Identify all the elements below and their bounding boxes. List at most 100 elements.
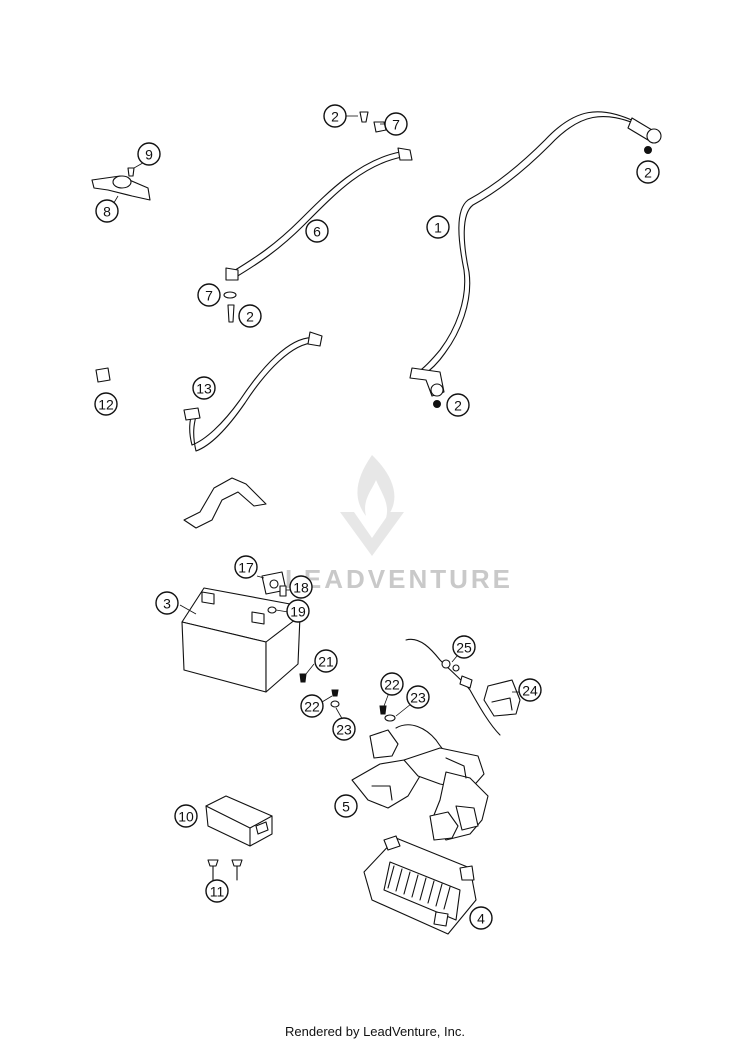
callout-label: 6 (313, 224, 321, 240)
callout-circle (197, 283, 221, 307)
callout-circle (384, 112, 408, 136)
callout-10: 10 (174, 804, 198, 828)
relay-part (95, 367, 111, 383)
callout-label: 5 (342, 799, 350, 815)
callout-label: 24 (522, 683, 538, 699)
callout-circle (95, 199, 119, 223)
control-unit-fins (387, 865, 451, 910)
callout-label: 17 (238, 560, 254, 576)
callout-label: 4 (477, 911, 485, 927)
callout-circle (323, 104, 347, 128)
callout-label: 21 (318, 654, 334, 670)
callout-circle (286, 599, 310, 623)
fuse-holder (261, 571, 287, 614)
callout-6: 6 (305, 219, 329, 243)
callout-circle (238, 304, 262, 328)
callout-13: 13 (192, 376, 216, 400)
callout-label: 10 (178, 809, 194, 825)
callout-22: 22 (300, 694, 324, 718)
callout-17: 17 (234, 555, 258, 579)
module-10 (205, 795, 273, 847)
battery (181, 587, 301, 693)
callout-25: 25 (452, 635, 476, 659)
callout-label: 2 (331, 109, 339, 125)
callout-18: 18 (289, 575, 313, 599)
callout-2: 2 (446, 393, 470, 417)
callout-label: 3 (163, 596, 171, 612)
callout-circle (137, 142, 161, 166)
callout-12: 12 (94, 392, 118, 416)
main-bracket (351, 724, 489, 841)
callout-label: 13 (196, 381, 212, 397)
callout-label: 25 (456, 640, 472, 656)
callout-label: 23 (410, 690, 426, 706)
small-bracket (91, 167, 151, 201)
callout-circle (452, 635, 476, 659)
callout-22: 22 (380, 672, 404, 696)
callout-circle (334, 794, 358, 818)
screws-11 (207, 859, 243, 881)
watermark-text: LEADVENTURE (285, 564, 513, 594)
callout-9: 9 (137, 142, 161, 166)
callout-7: 7 (197, 283, 221, 307)
callout-label: 1 (434, 220, 442, 236)
callout-11: 11 (205, 879, 229, 903)
callout-label: 18 (293, 580, 309, 596)
callout-circle (94, 392, 118, 416)
callout-circle (469, 906, 493, 930)
callout-label: 2 (246, 309, 254, 325)
callout-23: 23 (332, 717, 356, 741)
callout-circle (300, 694, 324, 718)
footer-credit: Rendered by LeadVenture, Inc. (285, 1024, 465, 1039)
callout-24: 24 (518, 678, 542, 702)
battery-cable-long (409, 111, 662, 408)
callout-label: 7 (205, 288, 213, 304)
watermark-logo (340, 455, 404, 556)
callout-circle (205, 879, 229, 903)
control-unit (363, 835, 477, 935)
callout-circle (446, 393, 470, 417)
callout-label: 2 (644, 165, 652, 181)
callout-circle (426, 215, 450, 239)
callout-circle (155, 591, 179, 615)
callout-4: 4 (469, 906, 493, 930)
fasteners-top (223, 111, 387, 323)
callout-circle (234, 555, 258, 579)
ground-cable (183, 331, 323, 452)
callout-1: 1 (426, 215, 450, 239)
callout-label: 2 (454, 398, 462, 414)
callout-label: 19 (290, 604, 306, 620)
callout-circle (332, 717, 356, 741)
callout-circle (289, 575, 313, 599)
callout-circle (192, 376, 216, 400)
callout-21: 21 (314, 649, 338, 673)
callout-19: 19 (286, 599, 310, 623)
battery-cable-medium (225, 147, 413, 281)
callout-label: 11 (210, 884, 225, 900)
callout-circle (174, 804, 198, 828)
callout-5: 5 (334, 794, 358, 818)
callout-circle (305, 219, 329, 243)
callout-circle (380, 672, 404, 696)
connector-24 (483, 679, 521, 717)
callout-2: 2 (323, 104, 347, 128)
callout-circle (636, 160, 660, 184)
callout-group: 1222234567789101112131718192122222323242… (94, 104, 660, 930)
callout-label: 22 (304, 699, 320, 715)
callout-label: 12 (98, 397, 114, 413)
callout-2: 2 (238, 304, 262, 328)
callout-7: 7 (384, 112, 408, 136)
callout-label: 9 (145, 147, 153, 163)
callout-label: 22 (384, 677, 400, 693)
callout-label: 23 (336, 722, 352, 738)
callout-8: 8 (95, 199, 119, 223)
battery-hold-bracket (183, 477, 267, 529)
callout-label: 8 (103, 204, 111, 220)
sensor-wire (405, 638, 501, 736)
callout-23: 23 (406, 685, 430, 709)
callout-circle (406, 685, 430, 709)
callout-circle (314, 649, 338, 673)
callout-circle (518, 678, 542, 702)
callout-3: 3 (155, 591, 179, 615)
